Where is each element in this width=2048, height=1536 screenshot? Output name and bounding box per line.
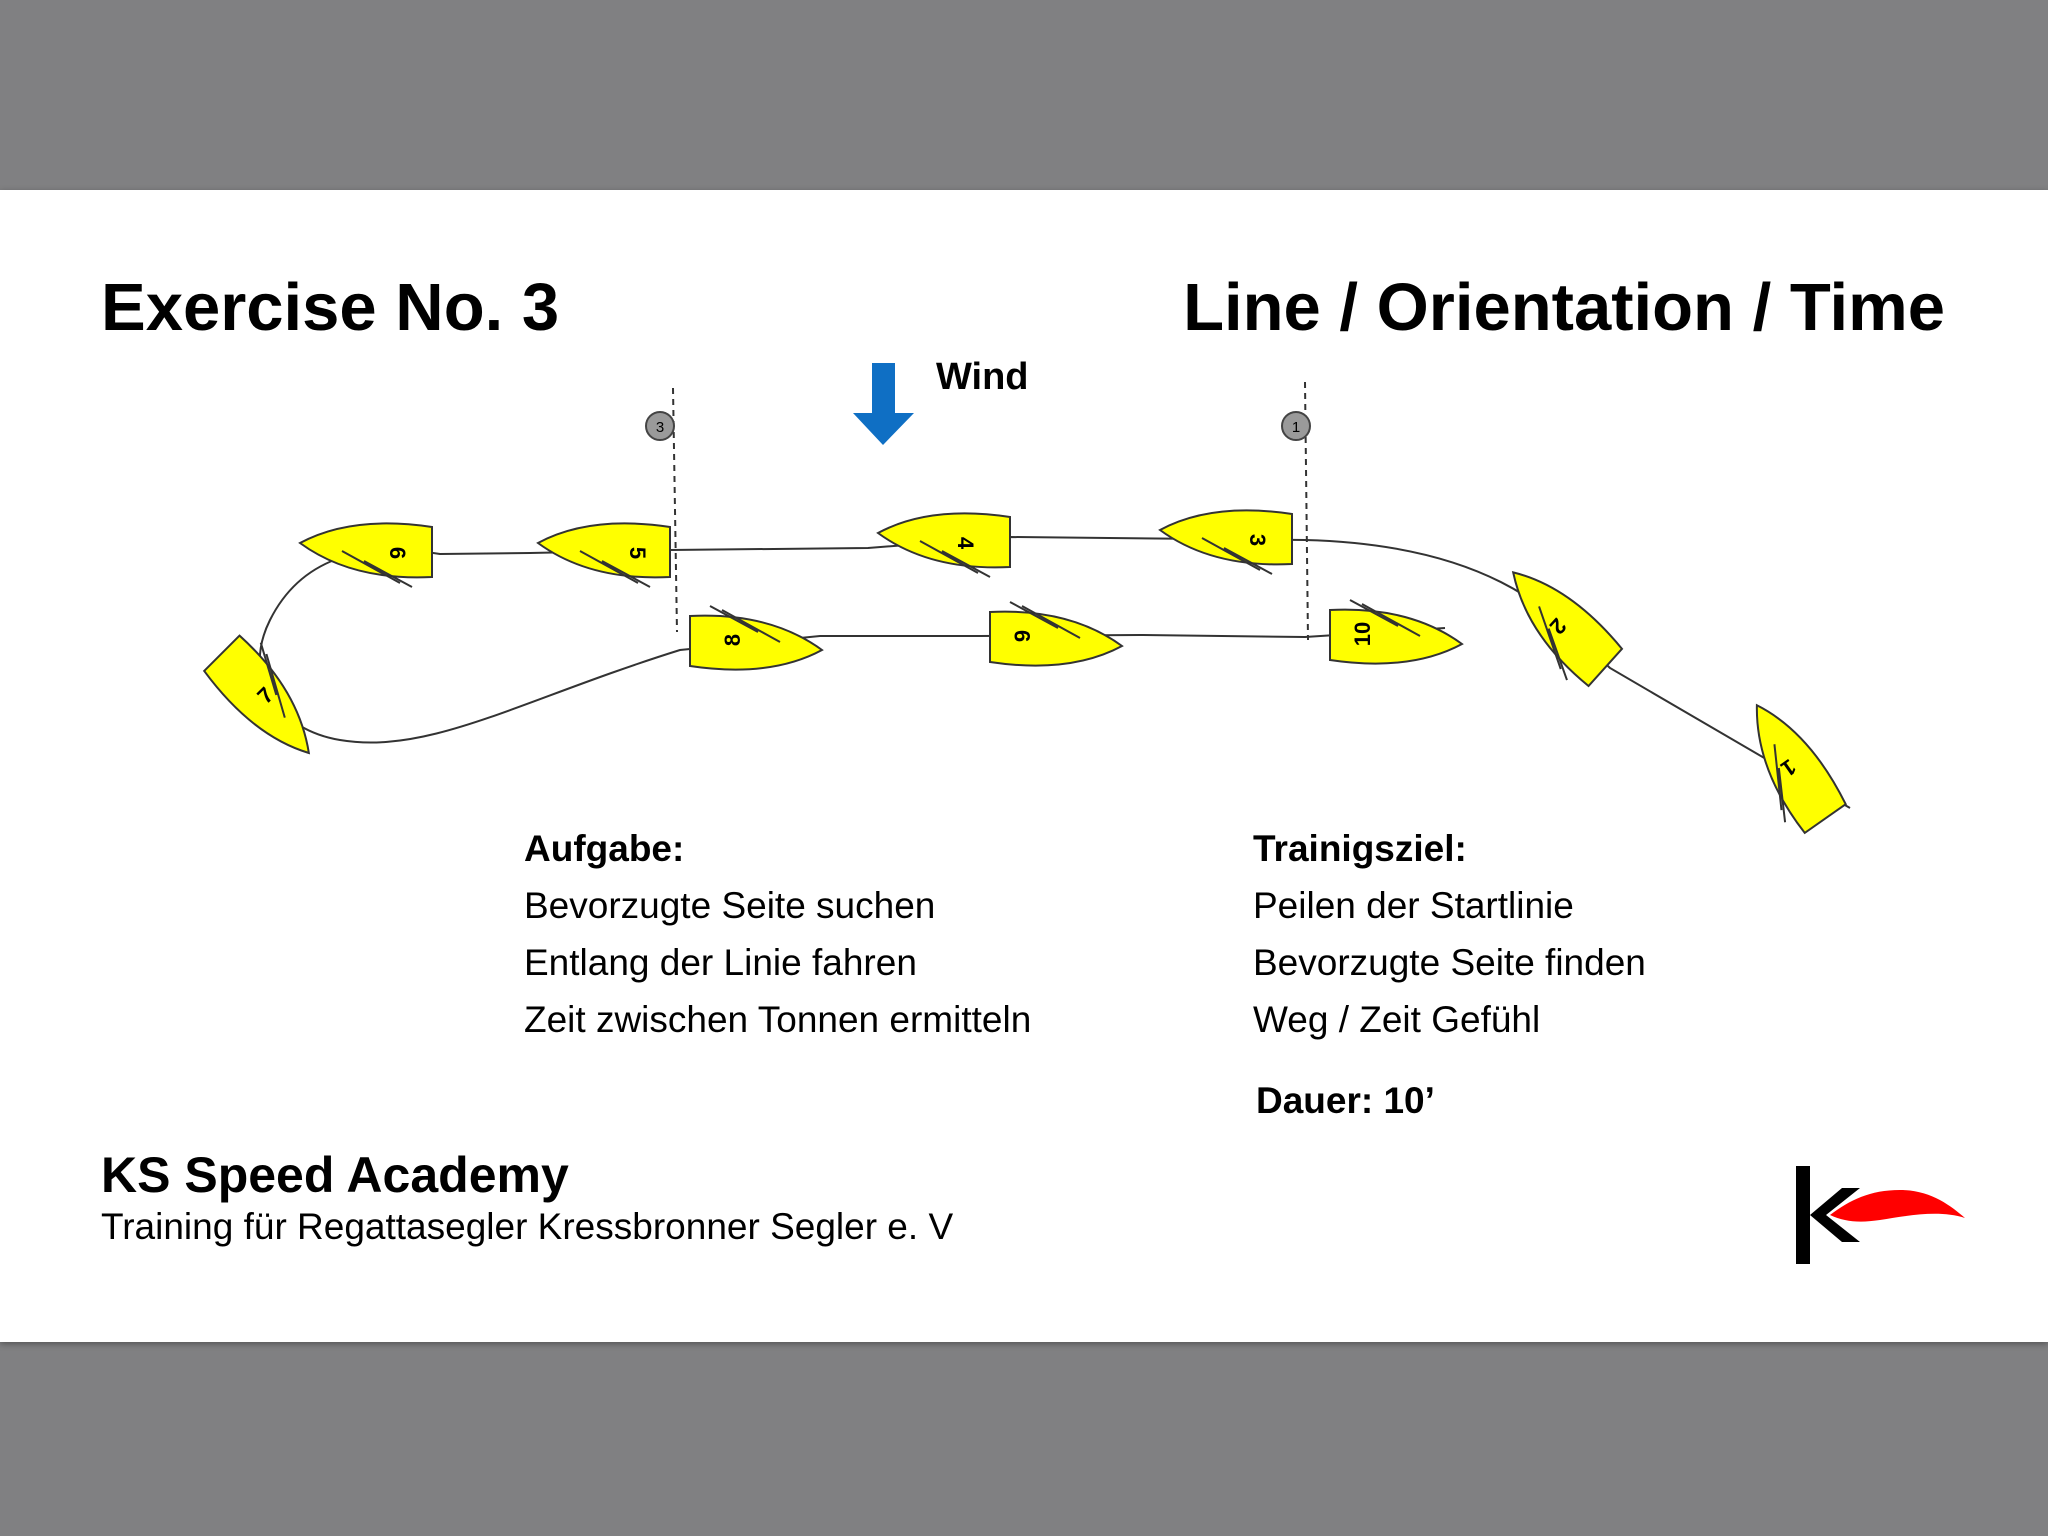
mark-buoy-icon xyxy=(1281,411,1311,441)
boat-4-number: 4 xyxy=(953,537,978,550)
mark-3: 3 xyxy=(645,411,675,441)
boat-8: 8 xyxy=(689,605,823,671)
boat-5-number: 5 xyxy=(625,547,650,559)
ks-burgee-logo-icon xyxy=(1796,1166,1965,1264)
task-item: Entlang der Linie fahren xyxy=(524,942,917,983)
boat-2: 2 xyxy=(1482,556,1626,695)
course-path xyxy=(258,535,1851,809)
task-item: Zeit zwischen Tonnen ermitteln xyxy=(524,999,1032,1040)
exercise-title: Exercise No. 3 xyxy=(101,270,560,345)
course-diagram: 3 1 1 2 3 xyxy=(200,363,1851,840)
task-heading: Aufgabe: xyxy=(524,828,685,869)
academy-name: KS Speed Academy xyxy=(101,1147,569,1203)
boat-10: 10 xyxy=(1329,599,1463,665)
topic-title: Line / Orientation / Time xyxy=(1183,270,1945,345)
start-line-left xyxy=(672,387,678,633)
mark-1-label: 1 xyxy=(1292,419,1300,436)
boat-3-number: 3 xyxy=(1245,534,1270,546)
goal-heading: Trainigsziel: xyxy=(1253,828,1467,869)
boat-5: 5 xyxy=(537,522,671,588)
boat-6: 6 xyxy=(299,522,433,588)
goal-block: Trainigsziel: Peilen der Startlinie Bevo… xyxy=(1253,820,1646,1048)
boat-4: 4 xyxy=(877,512,1011,578)
boat-6-number: 6 xyxy=(385,547,410,559)
mark-1: 1 xyxy=(1281,411,1311,441)
duration-label: Dauer: 10’ xyxy=(1256,1080,1435,1121)
mark-3-label: 3 xyxy=(656,419,664,436)
academy-subtitle: Training für Regattasegler Kressbronner … xyxy=(101,1206,954,1247)
boat-1: 1 xyxy=(1719,693,1850,840)
task-block: Aufgabe: Bevorzugte Seite suchen Entlang… xyxy=(524,820,1031,1048)
goal-item: Bevorzugte Seite finden xyxy=(1253,942,1646,983)
boat-9: 9 xyxy=(989,601,1123,667)
boat-9-number: 9 xyxy=(1010,630,1035,642)
mark-buoy-icon xyxy=(645,411,675,441)
boat-7: 7 xyxy=(200,627,341,768)
boat-3: 3 xyxy=(1159,509,1293,575)
task-item: Bevorzugte Seite suchen xyxy=(524,885,936,926)
goal-item: Peilen der Startlinie xyxy=(1253,885,1574,926)
boat-8-number: 8 xyxy=(720,634,745,646)
wind-label: Wind xyxy=(936,356,1029,398)
slide: Exercise No. 3 Line / Orientation / Time… xyxy=(0,190,2048,1342)
wind-arrow-icon xyxy=(853,363,914,445)
goal-item: Weg / Zeit Gefühl xyxy=(1253,999,1541,1040)
boat-10-number: 10 xyxy=(1350,622,1375,646)
